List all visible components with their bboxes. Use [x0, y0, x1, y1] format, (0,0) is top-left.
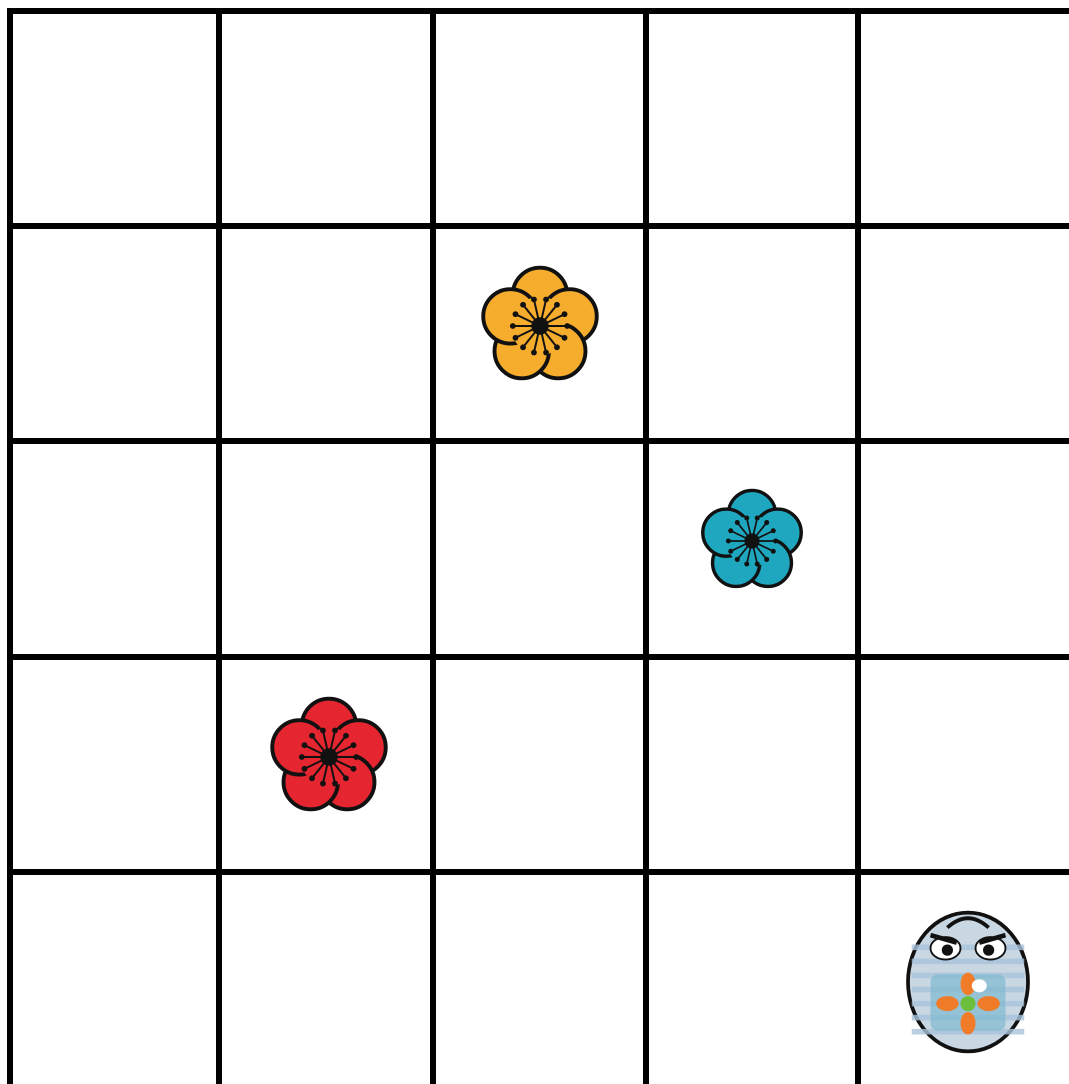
board-cell-r1-c1[interactable] [222, 229, 430, 438]
board-cell-r2-c1[interactable] [222, 444, 430, 654]
board-cell-r1-c3[interactable] [649, 229, 855, 438]
board-cell-r4-c3[interactable] [649, 875, 855, 1078]
board-cell-r1-c0[interactable] [13, 229, 216, 438]
board-cell-r3-c4[interactable] [861, 660, 1063, 869]
board-cell-r3-c3[interactable] [649, 660, 855, 869]
orange-flower-icon[interactable] [472, 258, 608, 398]
board-cell-r3-c0[interactable] [13, 660, 216, 869]
board-cell-r0-c4[interactable] [861, 14, 1063, 223]
board-cell-r2-c0[interactable] [13, 444, 216, 654]
red-flower-icon[interactable] [261, 689, 397, 829]
board-cell-r0-c2[interactable] [436, 14, 643, 223]
board-cell-r4-c2[interactable] [436, 875, 643, 1078]
board-cell-r0-c1[interactable] [222, 14, 430, 223]
board-cell-r3-c2[interactable] [436, 660, 643, 869]
board-cell-r0-c3[interactable] [649, 14, 855, 223]
robot-icon[interactable] [902, 907, 1034, 1061]
blue-flower-icon[interactable] [693, 482, 811, 604]
board-cell-r1-c4[interactable] [861, 229, 1063, 438]
board-cell-r2-c2[interactable] [436, 444, 643, 654]
board-cell-r4-c0[interactable] [13, 875, 216, 1078]
board-cell-r4-c1[interactable] [222, 875, 430, 1078]
board-cell-r2-c4[interactable] [861, 444, 1063, 654]
board-cell-r0-c0[interactable] [13, 14, 216, 223]
